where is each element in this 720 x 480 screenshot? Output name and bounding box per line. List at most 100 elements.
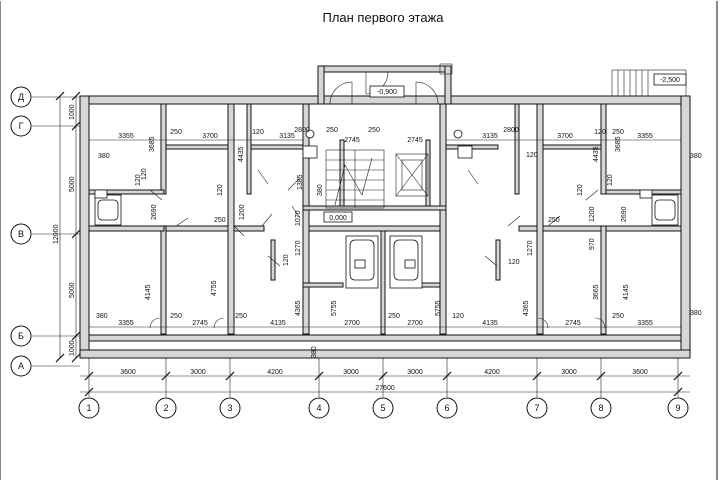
svg-text:380: 380 — [690, 310, 702, 317]
axis-col-1: 1 — [86, 403, 91, 413]
svg-text:3665: 3665 — [593, 284, 600, 300]
vestibule-top — [317, 65, 452, 73]
svg-text:3700: 3700 — [557, 133, 573, 140]
svg-text:120: 120 — [526, 152, 538, 159]
elevation-hall-box — [323, 211, 353, 223]
total-length: 27600 — [375, 385, 395, 392]
svg-text:250: 250 — [388, 313, 400, 320]
svg-text:4200: 4200 — [484, 369, 500, 376]
axis-row-d: Д — [18, 92, 24, 102]
elevator-shaft — [395, 153, 429, 197]
axis-col-9: 9 — [675, 403, 680, 413]
wall-bottom — [79, 349, 691, 359]
svg-text:3000: 3000 — [343, 369, 359, 376]
sink-center-left — [302, 145, 318, 159]
svg-text:250: 250 — [235, 313, 247, 320]
svg-text:120: 120 — [594, 129, 606, 136]
axis-col-8: 8 — [598, 403, 603, 413]
svg-text:1000: 1000 — [69, 340, 76, 356]
elevation-corner-box — [653, 73, 687, 86]
svg-text:3000: 3000 — [407, 369, 423, 376]
svg-text:3355: 3355 — [118, 320, 134, 327]
svg-text:250: 250 — [170, 313, 182, 320]
svg-text:380: 380 — [311, 346, 318, 358]
sink-center-right — [457, 145, 473, 159]
svg-text:2700: 2700 — [344, 320, 360, 327]
svg-text:250: 250 — [548, 217, 560, 224]
svg-text:3685: 3685 — [149, 136, 156, 152]
svg-text:120: 120 — [508, 259, 520, 266]
svg-text:250: 250 — [612, 313, 624, 320]
elevation-entrance-box — [369, 85, 405, 98]
axis-row-b: Б — [18, 331, 24, 341]
svg-text:3135: 3135 — [482, 133, 498, 140]
svg-text:4365: 4365 — [295, 300, 302, 316]
axis-col-3: 3 — [227, 403, 232, 413]
svg-text:1270: 1270 — [295, 240, 302, 256]
axis-row-a: А — [18, 361, 24, 371]
svg-text:4365: 4365 — [523, 300, 530, 316]
svg-text:5755: 5755 — [331, 300, 338, 316]
row-axes: Д Г В Б А — [10, 86, 80, 377]
svg-text:250: 250 — [612, 129, 624, 136]
svg-text:1070: 1070 — [295, 210, 302, 226]
vestibule-left — [317, 65, 325, 105]
room-dimensions: 3355 250 3700 120 3135 2800 250 2745 250… — [89, 127, 702, 358]
svg-text:2800: 2800 — [294, 127, 310, 134]
svg-text:3700: 3700 — [202, 133, 218, 140]
svg-text:380: 380 — [96, 313, 108, 320]
svg-text:4145: 4145 — [623, 284, 630, 300]
svg-text:1200: 1200 — [239, 204, 246, 220]
elevation-corner-stair: -2,500 — [660, 77, 680, 84]
svg-text:120: 120 — [135, 174, 142, 186]
svg-text:5755: 5755 — [435, 300, 442, 316]
svg-text:3355: 3355 — [637, 320, 653, 327]
svg-text:2745: 2745 — [344, 137, 360, 144]
svg-text:120: 120 — [607, 174, 614, 186]
axis-col-6: 6 — [444, 403, 449, 413]
axis-col-5: 5 — [380, 403, 385, 413]
svg-text:4435: 4435 — [238, 146, 245, 162]
svg-text:120: 120 — [141, 168, 148, 180]
svg-text:250: 250 — [326, 127, 338, 134]
axis-col-2: 2 — [163, 403, 168, 413]
elevation-hall: 0,000 — [329, 215, 347, 222]
svg-text:120: 120 — [452, 313, 464, 320]
svg-text:380: 380 — [317, 184, 324, 196]
svg-text:250: 250 — [214, 217, 226, 224]
svg-text:1270: 1270 — [527, 240, 534, 256]
svg-text:3355: 3355 — [118, 133, 134, 140]
svg-text:380: 380 — [690, 153, 702, 160]
svg-text:120: 120 — [252, 129, 264, 136]
bottom-dimension-chain: 3600 3000 4200 3000 3000 4200 3000 3600 … — [80, 369, 690, 397]
svg-text:4755: 4755 — [211, 280, 218, 296]
plan-title: План первого этажа — [322, 10, 444, 25]
svg-text:2745: 2745 — [192, 320, 208, 327]
svg-text:970: 970 — [589, 238, 596, 250]
svg-text:3135: 3135 — [279, 133, 295, 140]
bathroom-fixtures — [94, 129, 679, 289]
svg-text:120: 120 — [577, 184, 584, 196]
svg-text:3000: 3000 — [561, 369, 577, 376]
svg-text:120: 120 — [217, 184, 224, 196]
svg-text:1200: 1200 — [589, 206, 596, 222]
svg-text:3685: 3685 — [615, 136, 622, 152]
svg-text:2745: 2745 — [565, 320, 581, 327]
svg-text:4200: 4200 — [267, 369, 283, 376]
svg-text:250: 250 — [368, 127, 380, 134]
loggia-line — [88, 334, 682, 342]
axis-row-v: В — [18, 229, 24, 239]
left-dimension-chain: 1000 5000 5000 1000 12000 — [53, 91, 81, 363]
svg-text:380: 380 — [98, 153, 110, 160]
svg-text:4135: 4135 — [482, 320, 498, 327]
elevation-entrance: -0,900 — [377, 89, 397, 96]
svg-text:5000: 5000 — [69, 282, 76, 298]
axis-row-g: Г — [19, 121, 24, 131]
svg-text:1385: 1385 — [297, 174, 304, 190]
interior-walls — [88, 103, 682, 335]
svg-text:2700: 2700 — [407, 320, 423, 327]
svg-text:3600: 3600 — [120, 369, 136, 376]
wall-right — [680, 95, 691, 359]
stair-lift-core — [325, 149, 429, 209]
